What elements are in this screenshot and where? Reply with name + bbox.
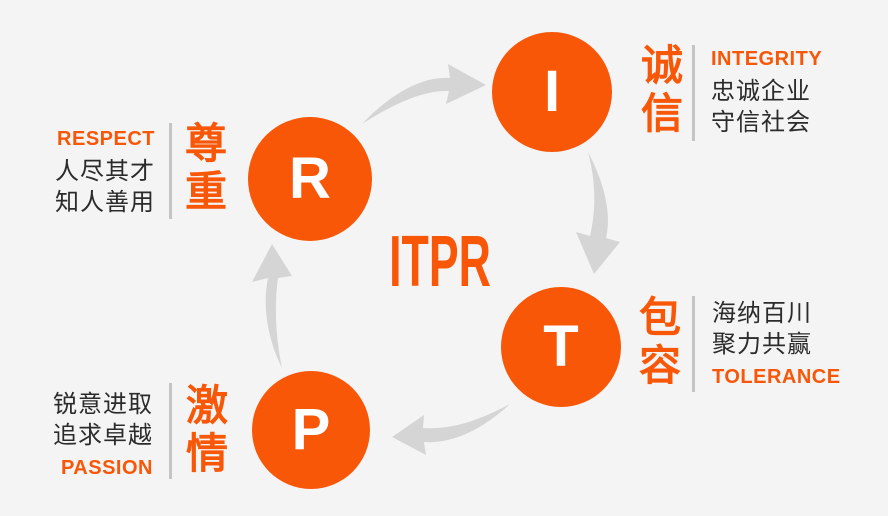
arrow-tolerance-to-passion-icon [392, 404, 510, 455]
tolerance-cn-title: 包 容 [638, 294, 681, 389]
arrow-integrity-to-tolerance-icon [576, 152, 620, 274]
respect-en-label: RESPECT [57, 128, 155, 150]
integrity-en-label: INTEGRITY [711, 48, 823, 70]
respect-cn-title: 尊 重 [184, 120, 227, 215]
passion-letter: P [291, 397, 331, 462]
tolerance-divider [692, 296, 695, 392]
integrity-circle: I [492, 32, 612, 152]
integrity-letter: I [543, 59, 561, 124]
tolerance-desc-line: 聚力共赢 [712, 331, 812, 358]
respect-letter: R [289, 146, 331, 211]
passion-circle: P [252, 371, 370, 489]
passion-en-label: PASSION [60, 457, 153, 479]
tolerance-text-block: 海纳百川 聚力共赢 TOLERANCE [712, 298, 841, 390]
center-title: ITPR [389, 222, 491, 302]
arrow-passion-to-respect-icon [252, 244, 292, 368]
passion-text-block: 锐意进取 追求卓越 PASSION [53, 389, 153, 481]
respect-desc-line: 人尽其才 [55, 158, 155, 185]
respect-text-block: RESPECT 人尽其才 知人善用 [55, 126, 155, 218]
passion-divider [169, 383, 172, 479]
passion-desc-line: 追求卓越 [53, 422, 153, 449]
tolerance-circle: T [501, 287, 621, 407]
passion-desc-line: 锐意进取 [53, 391, 153, 418]
respect-circle: R [248, 117, 372, 241]
passion-cn-title: 激 情 [185, 382, 228, 477]
integrity-desc-line: 守信社会 [711, 109, 811, 136]
integrity-desc-line: 忠诚企业 [711, 78, 811, 105]
integrity-text-block: INTEGRITY 忠诚企业 守信社会 [711, 46, 822, 138]
integrity-divider [692, 45, 695, 141]
respect-desc-line: 知人善用 [55, 189, 155, 216]
arrow-respect-to-integrity-icon [362, 64, 486, 124]
tolerance-desc-line: 海纳百川 [712, 300, 812, 327]
integrity-cn-title: 诚 信 [640, 42, 683, 137]
tolerance-letter: T [543, 314, 579, 379]
respect-divider [169, 123, 172, 219]
tolerance-en-label: TOLERANCE [712, 366, 841, 388]
